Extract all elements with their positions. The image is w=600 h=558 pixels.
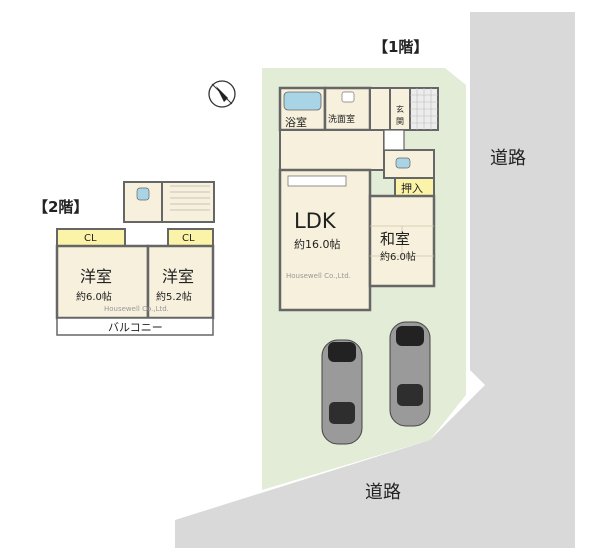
road-right-label: 道路: [490, 148, 526, 169]
road-bottom: [175, 380, 575, 548]
toilet-2f: [123, 181, 163, 223]
bathtub-icon: [283, 91, 322, 111]
car-icon: [321, 339, 363, 445]
toilet-2f-icon: [136, 187, 150, 201]
balcony-label: バルコニー: [108, 321, 163, 334]
washitsu-label: 和室: [380, 230, 410, 248]
room-right-size: 約5.2帖: [156, 290, 192, 303]
ldk-room: [278, 168, 372, 312]
room-right-label: 洋室: [162, 267, 194, 286]
entrance-label-2: 関: [396, 117, 404, 126]
toilet-room: [383, 149, 435, 179]
room-left-label: 洋室: [80, 267, 112, 286]
washroom-label: 洗面室: [328, 113, 355, 125]
watermark-2f: Housewell Co.,Ltd.: [104, 305, 169, 313]
balcony: [56, 317, 214, 336]
bath-label: 浴室: [285, 115, 307, 129]
stair-2f: [170, 185, 210, 211]
car-icon: [389, 321, 431, 427]
floor1-plan: 【1階】 浴室 洗面室 玄 関 押入 LDK 約16.0帖 Housewell …: [278, 38, 439, 312]
entrance-label-1: 玄: [396, 104, 404, 114]
hall: [279, 129, 385, 171]
floor2-plan: 【2階】 CL CL 洋室 約6.0帖 洋室 約5.2帖 Housewell C…: [33, 181, 215, 336]
north-arrow-icon: [208, 80, 236, 108]
oshiire-label: 押入: [401, 181, 423, 195]
room-right-2f: [146, 244, 215, 320]
floor1-title: 【1階】: [373, 38, 428, 56]
sink-icon: [341, 91, 355, 103]
road-bottom-label: 道路: [365, 482, 401, 503]
cl-right-label: CL: [182, 233, 195, 244]
toilet-area: [369, 87, 391, 131]
kitchen-counter: [287, 175, 347, 187]
entrance-tile-grid: [410, 88, 438, 130]
watermark-1f: Housewell Co.,Ltd.: [286, 272, 351, 280]
floor2-title: 【2階】: [33, 198, 88, 216]
washitsu-size: 約6.0帖: [380, 250, 416, 263]
room-left-size: 約6.0帖: [76, 290, 112, 303]
toilet-icon: [395, 157, 411, 169]
ldk-size: 約16.0帖: [294, 237, 341, 251]
cl-left-label: CL: [84, 233, 97, 244]
stair-1f: [383, 129, 405, 151]
ldk-label: LDK: [294, 209, 337, 233]
road-right: [470, 12, 575, 395]
tatami-lines: [370, 225, 434, 257]
